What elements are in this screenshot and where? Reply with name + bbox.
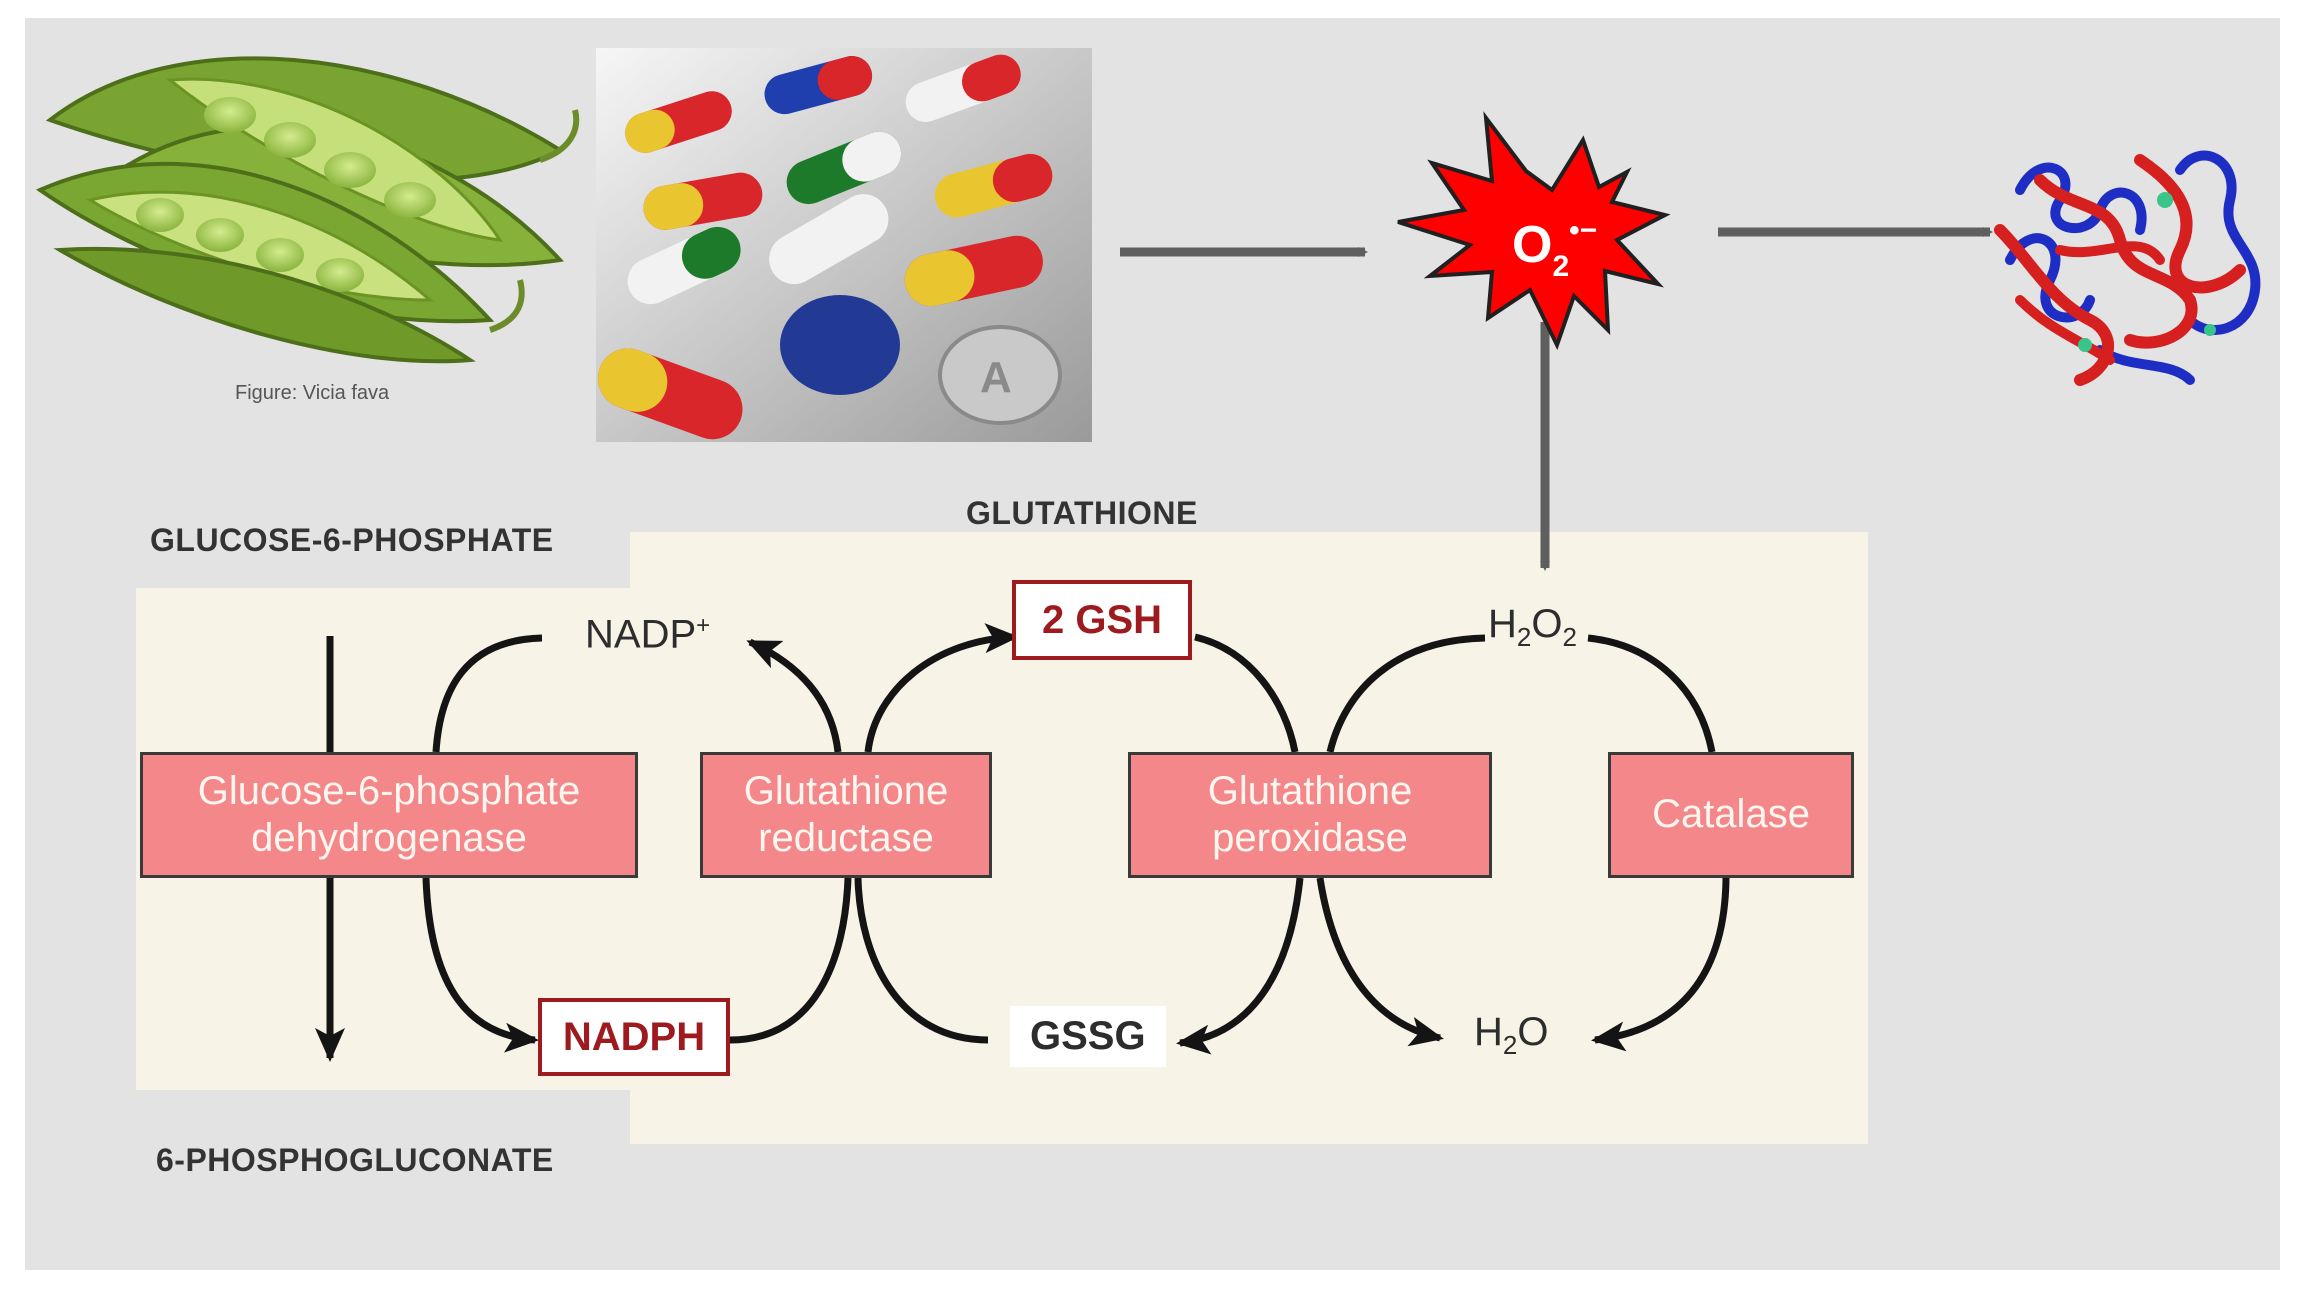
label-glutathione: GLUTATHIONE (966, 495, 1198, 531)
svg-text:A: A (980, 353, 1012, 402)
enzyme-catalase-label: Catalase (1652, 792, 1810, 837)
h2o2-h: H (1488, 602, 1517, 646)
h2o2-sub2: 2 (1562, 622, 1577, 652)
pathway-arrows (315, 623, 1730, 1062)
superoxide-base: O (1512, 216, 1552, 274)
molecule-nadp: NADP+ (585, 612, 710, 657)
enzyme-gr-line2: reductase (758, 816, 934, 860)
enzyme-g6pd-line1: Glucose-6-phosphate (197, 768, 581, 813)
arc-gr-to-nadp (746, 638, 842, 753)
nadp-superscript: + (696, 612, 711, 639)
fava-beans-image (35, 56, 580, 364)
arc-gsh-to-gpx (1194, 633, 1299, 753)
arc-h2o2-to-gpx (1326, 634, 1486, 753)
enzyme-catalase: Catalase (1608, 752, 1854, 878)
arc-g6pd-to-nadph (422, 877, 539, 1053)
molecule-h2o2: H2O2 (1488, 602, 1577, 653)
enzyme-gpx-line2: peroxidase (1212, 816, 1408, 860)
label-glucose-6-phosphate: GLUCOSE-6-PHOSPHATE (150, 522, 554, 558)
h2o-o: O (1517, 1010, 1549, 1054)
arc-gpx-to-h2o (1316, 877, 1444, 1047)
h2o-h: H (1474, 1010, 1503, 1054)
superoxide-burst-icon (1397, 111, 1671, 351)
arc-nadp-to-g6pd (432, 634, 543, 753)
molecule-nadph: NADPH (538, 998, 730, 1076)
enzyme-gr-line1: Glutathione (743, 768, 949, 813)
arc-catalase-to-h2o (1591, 877, 1730, 1052)
molecule-h2o: H2O (1474, 1010, 1548, 1061)
molecule-2gsh: 2 GSH (1012, 580, 1192, 660)
molecule-gssg: GSSG (1010, 1006, 1166, 1067)
arc-h2o2-to-catalase (1587, 634, 1716, 753)
superoxide-subscript: 2 (1552, 250, 1569, 283)
h2o2-sub1: 2 (1516, 622, 1532, 652)
pills-image: A (596, 48, 1092, 442)
hemoglobin-protein-image (1994, 150, 2261, 386)
arc-gssg-to-gr (854, 877, 989, 1044)
superoxide-superscript: •− (1569, 214, 1597, 247)
arc-nadph-to-gr (729, 877, 852, 1044)
enzyme-g6pd-line2: dehydrogenase (251, 816, 527, 860)
h2o-sub: 2 (1502, 1030, 1518, 1060)
h2o2-o: O (1531, 602, 1563, 646)
svg-text:O2•−: O2•− (1512, 214, 1597, 283)
bean-caption: Figure: Vicia fava (235, 382, 390, 404)
arc-gr-to-gsh (864, 623, 1019, 753)
enzyme-gpx-line1: Glutathione (1207, 768, 1413, 813)
label-6-phosphogluconate: 6-PHOSPHOGLUCONATE (156, 1142, 554, 1178)
nadp-text: NADP (585, 612, 697, 657)
arc-gpx-to-gssg (1176, 877, 1304, 1055)
